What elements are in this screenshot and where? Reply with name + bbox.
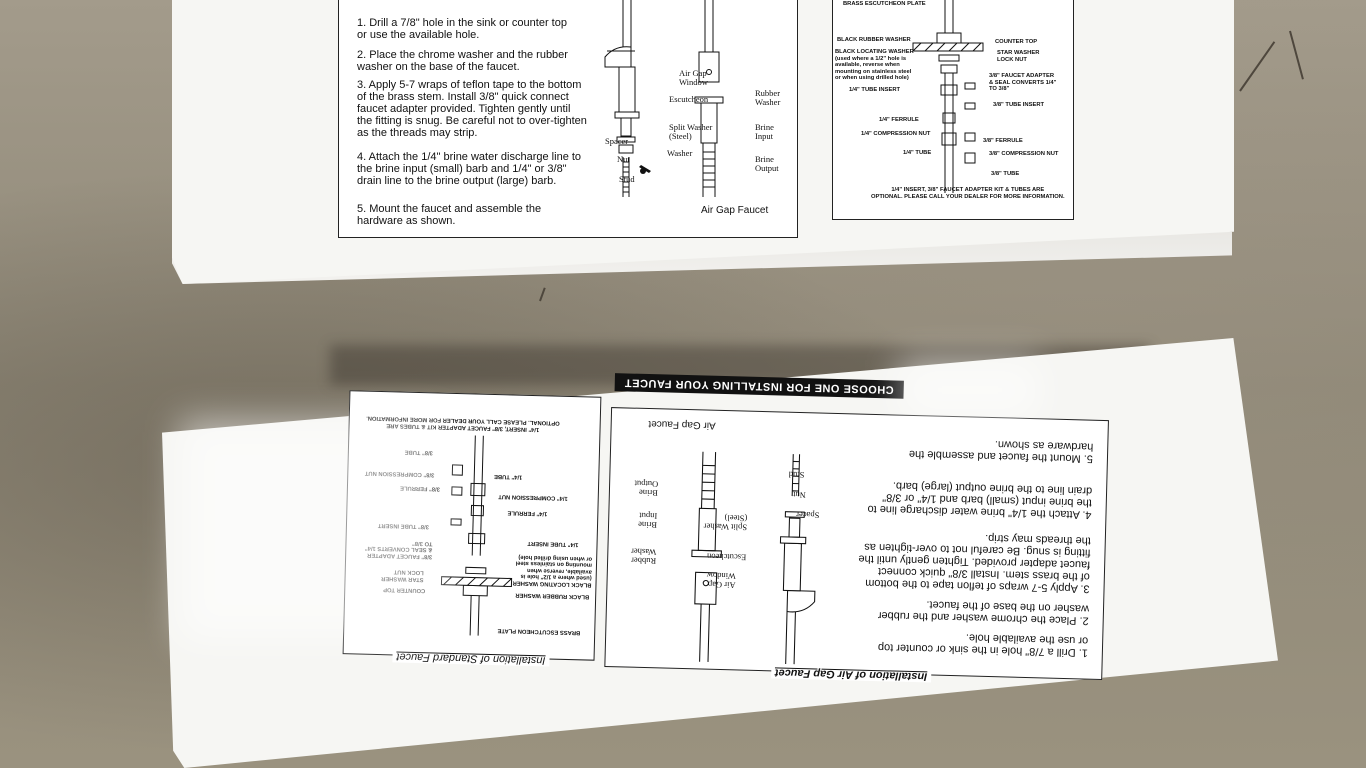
label-tube-insert-14-flipped: 1/4" TUBE INSERT [527, 539, 579, 548]
step-3-flipped: 3. Apply 5-7 wraps of teflon tape to the… [858, 531, 1091, 595]
step-3: 3. Apply 5-7 wraps of teflon tape to the… [357, 79, 587, 139]
air-gap-caption: Air Gap Faucet [701, 205, 769, 216]
label-split-washer: Split Washer (Steel) [669, 122, 713, 141]
air-gap-faucet-drawing [604, 0, 724, 197]
label-ferrule-14-flipped: 1/4" FERRULE [507, 509, 548, 517]
standard-faucet-drawing-flipped [440, 435, 513, 636]
label-ferrule-14: 1/4" FERRULE [879, 117, 919, 123]
standard-footnote: 1/4" INSERT, 3/8" FAUCET ADAPTER KIT & T… [871, 187, 1065, 200]
label-escutcheon: Escutcheon [669, 94, 709, 104]
label-nut: Nut [617, 154, 630, 164]
label-counter-top: COUNTER TOP [995, 39, 1038, 45]
label-spacer-flipped: Spacer [796, 509, 820, 521]
step-4-flipped: 4. Attach the 1/4" brine water discharge… [867, 479, 1093, 521]
label-brine-output: Brine Output [755, 154, 779, 173]
label-nut-flipped: Nut [793, 489, 807, 501]
label-compression-nut-14: 1/4" COMPRESSION NUT [861, 131, 931, 137]
step-1-flipped: 1. Drill a 7/8" hole in the sink or coun… [877, 631, 1089, 659]
label-tube-14: 1/4" TUBE [903, 150, 932, 156]
air-gap-faucet-drawing-flipped [691, 451, 816, 665]
standard-heading-flipped: Installation of Standard Faucet [392, 650, 550, 667]
label-brine-input-flipped: Brine Input [638, 510, 658, 531]
step-5-flipped: 5. Mount the faucet and assemble the har… [908, 438, 1094, 465]
label-tube-38: 3/8" TUBE [991, 171, 1020, 177]
bottom-box-content: Installation of Air Gap Faucet 1. Drill … [342, 346, 1110, 686]
label-black-locating-washer: BLACK LOCATING WASHER (used where a 1/2"… [835, 49, 914, 81]
label-compression-nut-38: 3/8" COMPRESSION NUT [989, 151, 1059, 157]
label-escutcheon-flipped: Escutcheon [706, 551, 747, 563]
label-faucet-adapter: 3/8" FAUCET ADAPTER & SEAL CONVERTS 1/4"… [989, 73, 1057, 92]
step-2: 2. Place the chrome washer and the rubbe… [357, 49, 568, 73]
label-black-rubber-washer: BLACK RUBBER WASHER [837, 37, 911, 43]
label-split-washer-flipped: Split Washer (Steel) [703, 513, 748, 533]
label-stud: Stud [619, 174, 635, 184]
label-washer: Washer [667, 148, 693, 158]
label-tube-insert-38: 3/8" TUBE INSERT [993, 102, 1045, 108]
top-box: Installation of Air Gap Faucet 1. Drill … [172, 0, 1234, 284]
label-spacer: Spacer [605, 136, 629, 146]
light-glare [180, 420, 440, 640]
standard-panel: BRASS ESCUTCHEON PLATE BLACK RUBBER WASH… [832, 0, 1074, 220]
air-gap-panel-flipped: Installation of Air Gap Faucet 1. Drill … [604, 407, 1109, 683]
step-2-flipped: 2. Place the chrome washer and the rubbe… [877, 598, 1090, 627]
label-black-locating-washer-flipped: BLACK LOCATING WASHER (used where a 1/2"… [512, 553, 593, 588]
label-brine-output-flipped: Brine Output [634, 478, 659, 499]
label-ferrule-38: 3/8" FERRULE [983, 138, 1023, 144]
label-rubber-washer-flipped: Rubber Washer [630, 546, 657, 567]
label-star-washer: STAR WASHER LOCK NUT [997, 50, 1040, 63]
standard-panel-flipped: Installation of Standard Faucet BRASS ES… [342, 390, 602, 667]
standard-faucet-drawing [912, 0, 984, 193]
label-brass-escutcheon: BRASS ESCUTCHEON PLATE [843, 1, 926, 7]
step-5: 5. Mount the faucet and assemble the har… [357, 203, 542, 227]
label-tube-insert-14: 1/4" TUBE INSERT [849, 87, 901, 93]
label-stud-flipped: Stud [788, 469, 805, 481]
step-1: 1. Drill a 7/8" hole in the sink or coun… [357, 17, 567, 41]
label-air-gap-window: Air Gap Window [679, 68, 708, 87]
choose-one-banner: CHOOSE ONE FOR INSTALLING YOUR FAUCET [614, 373, 904, 399]
air-gap-panel: Installation of Air Gap Faucet 1. Drill … [338, 0, 798, 238]
step-4: 4. Attach the 1/4" brine water discharge… [357, 151, 582, 187]
air-gap-caption-flipped: Air Gap Faucet [648, 418, 716, 431]
label-tube-14-flipped: 1/4" TUBE [494, 473, 523, 480]
label-rubber-washer: Rubber Washer [755, 88, 781, 107]
light-glare [900, 360, 1040, 420]
label-brine-input: Brine Input [755, 122, 774, 141]
label-air-gap-window-flipped: Air Gap Window [706, 570, 736, 591]
